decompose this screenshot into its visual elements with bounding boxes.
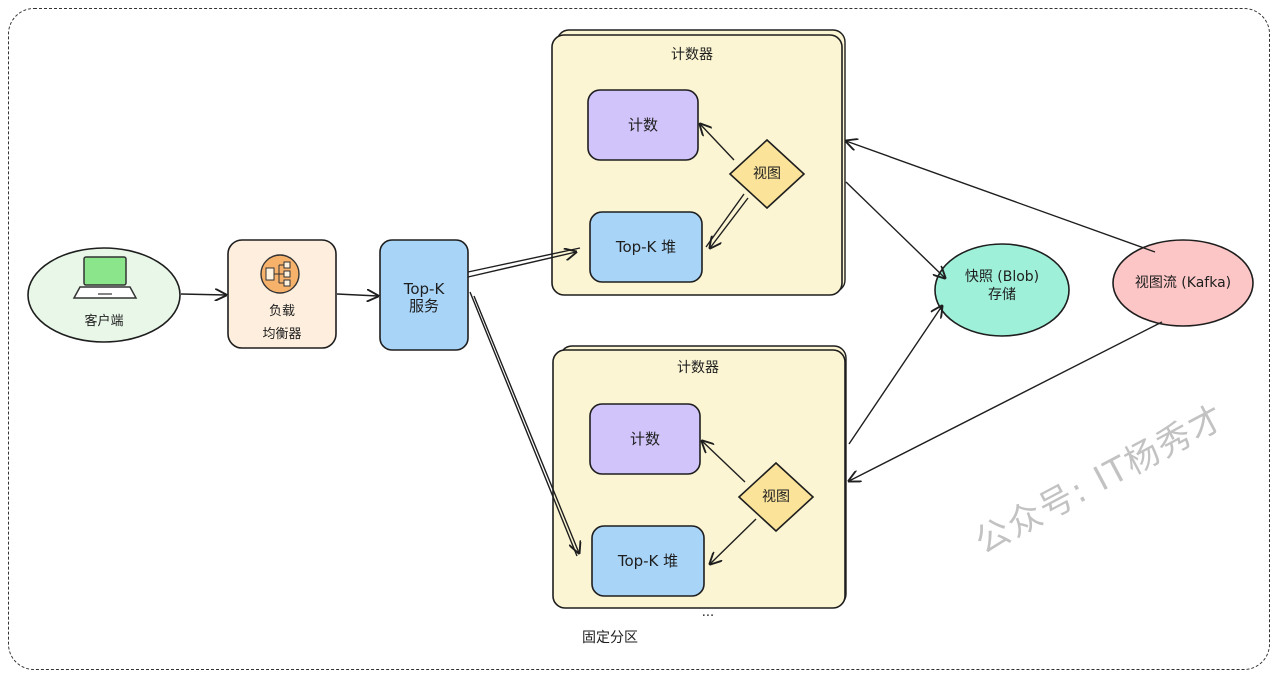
arrow-counter-top-to-snapshot: [845, 181, 945, 278]
topk-service-node: [379, 239, 469, 351]
arrow-stream-to-counter-top: [846, 141, 1156, 253]
counter-bottom-title: 计数器: [677, 360, 719, 376]
heap-box-bottom: [591, 525, 705, 597]
view-top-label: 视图: [753, 166, 781, 182]
arrow-counter-bottom-to-snapshot: [848, 306, 942, 445]
load-balancer-node: [227, 239, 337, 349]
topk-service-label-line2: 服务: [408, 297, 439, 315]
view-stream-node: [1112, 239, 1254, 327]
count-bottom-label: 计数: [629, 430, 660, 448]
load-balancer-label-line1: 负载: [268, 304, 295, 319]
snapshot-store-label-line2: 存储: [988, 287, 1016, 303]
view-stream-label: 视图流 (Kafka): [1134, 275, 1232, 291]
heap-bottom-label: Top-K 堆: [617, 552, 679, 570]
view-bottom-label: 视图: [762, 489, 790, 505]
partition-label: 固定分区: [582, 630, 638, 646]
connector-arrows: [180, 124, 1163, 564]
view-diamond-bottom: [737, 461, 815, 533]
topk-service-label-line1: Top-K: [403, 280, 445, 298]
arrow-stream-to-counter-bottom: [849, 321, 1163, 481]
arrow-service-to-counter-bottom: [469, 291, 579, 556]
load-balancer-icon: [260, 254, 300, 294]
load-balancer-label-line2: 均衡器: [262, 327, 302, 342]
snapshot-store-label-line1: 快照 (Blob): [964, 269, 1040, 285]
ellipsis-label: ...: [701, 605, 715, 620]
arrow-view-to-count-bottom: [702, 441, 746, 483]
count-top-label: 计数: [627, 116, 658, 134]
counter-top-title: 计数器: [671, 47, 713, 63]
arrow-view-to-count-top: [700, 124, 735, 161]
laptop-icon: [72, 256, 138, 299]
arrow-view-to-heap-bottom: [710, 518, 757, 564]
heap-top-label: Top-K 堆: [615, 238, 677, 256]
diagram-frame: [8, 8, 1270, 670]
client-label: 客户端: [84, 314, 124, 329]
view-diamond-top: [728, 138, 806, 210]
arrow-view-to-heap-top: [706, 193, 749, 248]
snapshot-store-node: [934, 243, 1070, 337]
arrow-lb-to-service: [336, 294, 378, 296]
arrow-service-to-counter-top: [467, 248, 580, 278]
arrow-client-to-lb: [180, 294, 226, 295]
